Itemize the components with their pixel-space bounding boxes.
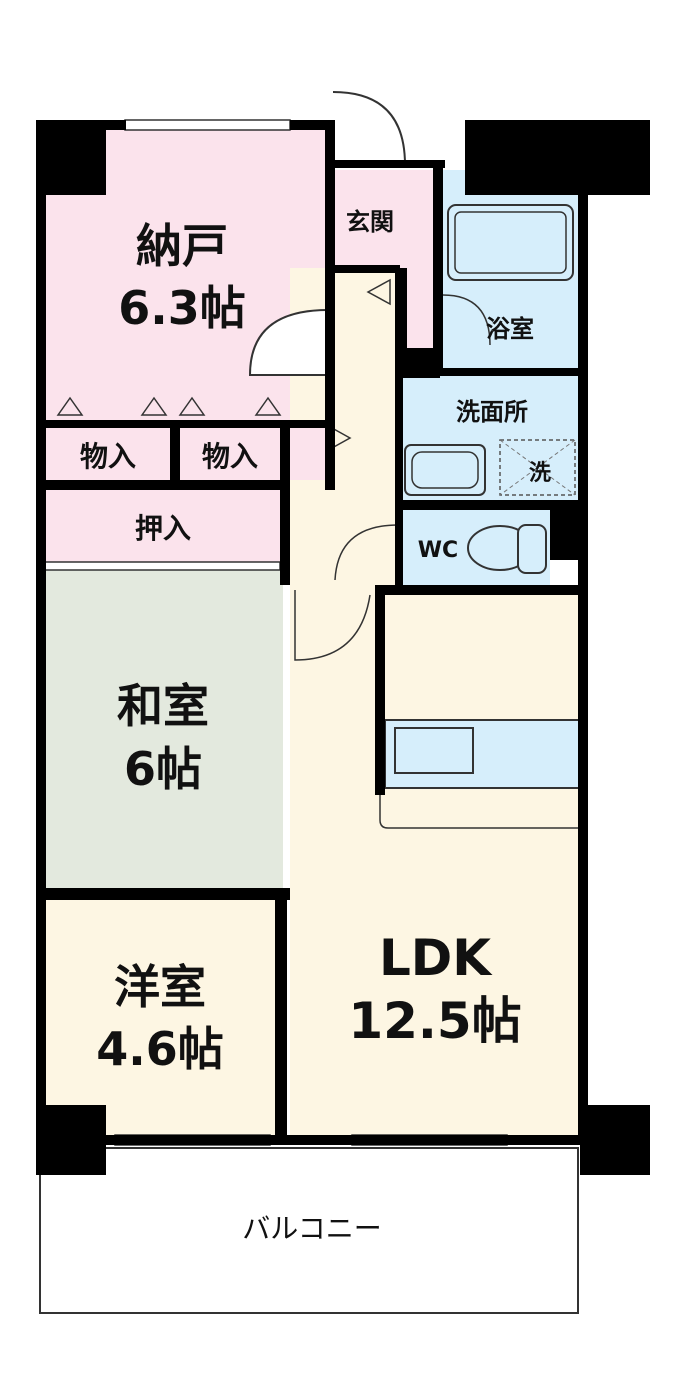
hall-door bbox=[334, 524, 399, 581]
oshiire-label: 押入 bbox=[135, 512, 191, 545]
hall-door-mark bbox=[366, 278, 391, 306]
vanity-bowl bbox=[411, 451, 479, 489]
bathtub-inner bbox=[454, 211, 567, 274]
closet-right-label: 物入 bbox=[202, 440, 258, 473]
closet-left-area bbox=[45, 425, 175, 480]
ldk-size: 12.5帖 bbox=[348, 992, 521, 1050]
japanese-room-name: 和室 bbox=[117, 679, 209, 733]
washer-space bbox=[499, 439, 576, 496]
entrance-door bbox=[332, 91, 407, 166]
entrance-label: 玄関 bbox=[346, 208, 394, 236]
balcony-label: バルコニー bbox=[242, 1212, 381, 1245]
kitchen-peninsula bbox=[379, 790, 580, 829]
closet-door-mark bbox=[178, 396, 206, 416]
western-room-area bbox=[45, 900, 275, 1135]
window-top bbox=[124, 119, 291, 131]
japanese-room-door bbox=[294, 590, 371, 661]
washer-cross-b bbox=[499, 439, 576, 496]
kitchen-sink bbox=[394, 727, 474, 774]
toilet-tank bbox=[517, 524, 547, 574]
hall-storage-area bbox=[290, 425, 330, 480]
closet-door-mark bbox=[56, 396, 84, 416]
vanity bbox=[404, 444, 486, 496]
storage-room-door bbox=[248, 309, 329, 376]
western-room-size: 4.6帖 bbox=[96, 1022, 224, 1076]
balcony-area bbox=[39, 1147, 579, 1314]
walls bbox=[36, 120, 650, 1175]
japanese-room-size: 6帖 bbox=[124, 742, 202, 796]
oshiire-area bbox=[45, 490, 285, 565]
ldk-area bbox=[290, 588, 580, 1135]
washer-cross-a bbox=[499, 439, 576, 496]
storage-room-size: 6.3帖 bbox=[118, 281, 246, 335]
washer-label: 洗 bbox=[529, 461, 551, 486]
entrance-area bbox=[333, 170, 433, 268]
storage-room-name: 納戸 bbox=[136, 219, 228, 273]
closet-right-area bbox=[180, 425, 280, 480]
bathroom-door bbox=[442, 294, 491, 346]
western-room-name: 洋室 bbox=[114, 960, 206, 1014]
toilet-label: WC bbox=[418, 538, 458, 563]
japanese-room-area bbox=[45, 570, 283, 888]
window-oshiire bbox=[44, 561, 281, 571]
closet-door-mark bbox=[140, 396, 168, 416]
bathtub bbox=[447, 204, 574, 281]
washroom-label: 洗面所 bbox=[456, 398, 528, 426]
ldk-name: LDK bbox=[379, 929, 493, 987]
closet-left-label: 物入 bbox=[80, 440, 136, 473]
bathroom-label: 浴室 bbox=[486, 315, 534, 343]
closet-door-mark bbox=[254, 396, 282, 416]
